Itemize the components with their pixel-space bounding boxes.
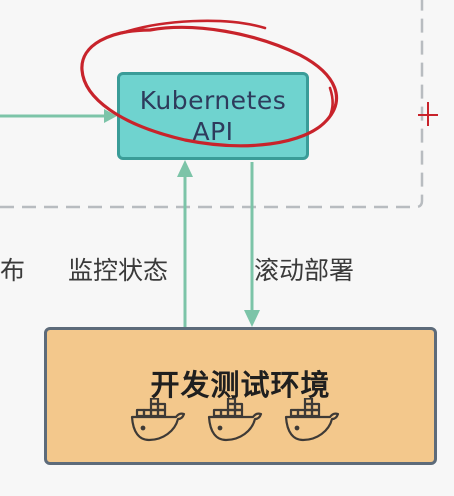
label-monitor-status: 监控状态: [68, 256, 169, 285]
cluster-boundary: [0, 0, 424, 209]
label-left-partial: 布: [0, 256, 26, 285]
api-box-line1: Kubernetes: [139, 86, 287, 115]
deploy-arrowhead: [244, 310, 260, 327]
docker-whale-icon: [207, 398, 263, 442]
docker-whale-icon: [284, 398, 340, 442]
docker-whale-icon: [130, 398, 186, 442]
crosshair-icon: [418, 102, 438, 126]
left-connector-arrowhead: [104, 109, 117, 123]
kubernetes-api-box: Kubernetes API: [117, 72, 309, 160]
dev-test-environment-box: 开发测试环境: [44, 327, 437, 465]
monitor-arrowhead: [177, 160, 193, 177]
label-rolling-deploy: 滚动部署: [254, 256, 355, 285]
api-box-line2: API: [192, 117, 234, 146]
env-box-title: 开发测试环境: [150, 368, 331, 402]
